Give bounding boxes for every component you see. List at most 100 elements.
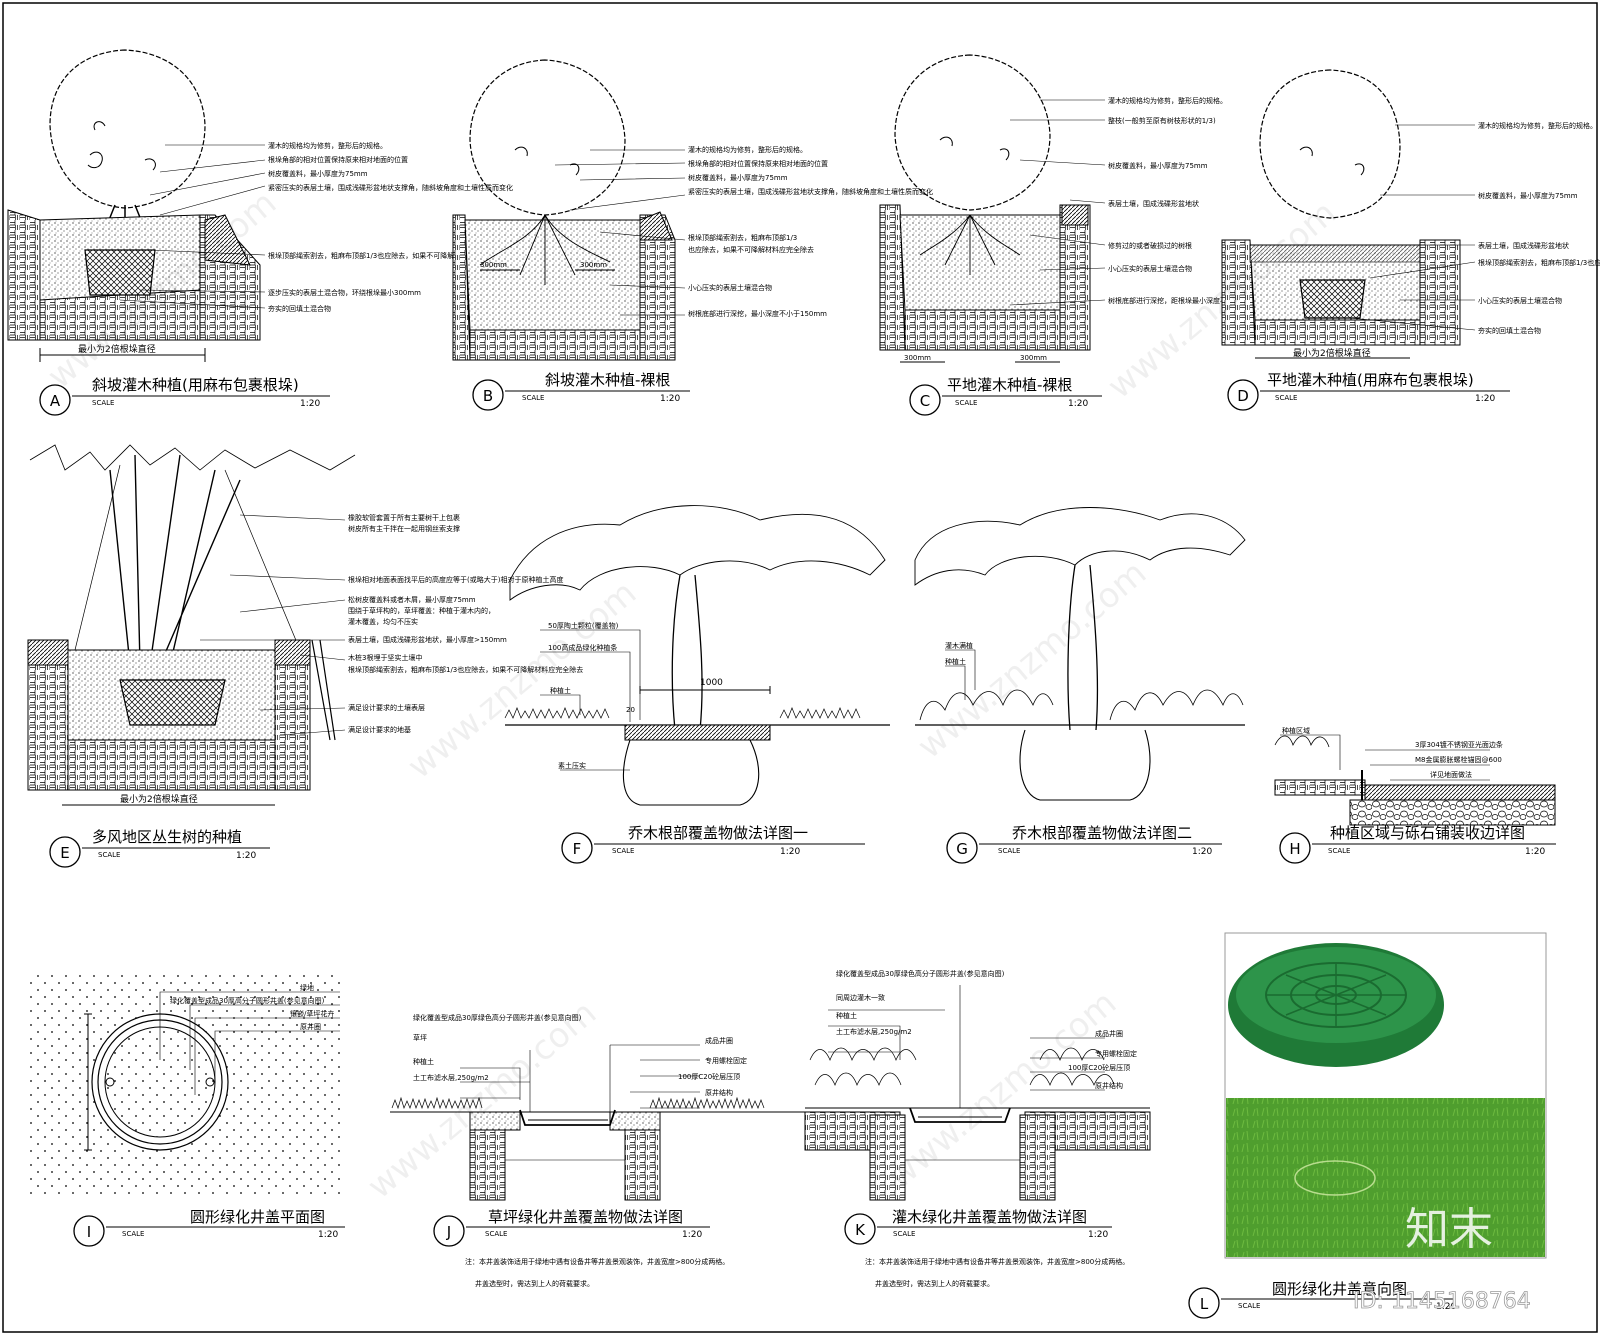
note-a-3: 树皮覆盖料，最小厚度为75mm: [268, 169, 368, 178]
detail-marker-h: [1279, 832, 1311, 864]
watermark-site-2: www.znzmo.com: [400, 573, 644, 787]
note-k-right-2: 专用螺栓固定: [1095, 1049, 1137, 1058]
note-f-4: 素土压实: [558, 761, 586, 770]
detail-marker-f: [561, 832, 593, 864]
detail-title-i: 圆形绿化井盖平面图: [190, 1208, 325, 1226]
scale-k: 1:20: [1088, 1230, 1108, 1240]
detail-title-c: 平地灌木种植-裸根: [947, 376, 1072, 394]
detail-letter-l: L: [1200, 1295, 1209, 1313]
note-a-5: 根垛顶部绳索割去，粗麻布顶部1/3也应除去，如果不可降解材料应完全除去: [268, 251, 503, 260]
note-e-5: 围绕于草坪构的，草坪覆盖：种植于灌木内的，: [348, 606, 495, 615]
note-d-5: 小心压实的表层土壤混合物: [1478, 296, 1562, 305]
scale-label-a: SCALE: [92, 399, 114, 407]
scale-e: 1:20: [236, 851, 256, 861]
detail-letter-e: E: [60, 844, 69, 862]
note-i-3: 镶嵌/草坪花卉: [290, 1009, 334, 1018]
note-i-1: 绿地: [300, 983, 314, 992]
detail-j: 绿化覆盖型成品30厚绿色高分子圆形井盖(参见意向图) 草坪 种植土 土工布滤水层…: [390, 1013, 880, 1288]
dim-c-left: 300mm: [904, 354, 931, 362]
note-g-1: 灌木满植: [945, 641, 973, 650]
note-j-left-1: 绿化覆盖型成品30厚绿色高分子圆形井盖(参见意向图): [413, 1013, 582, 1022]
detail-l: L 圆形绿化井盖意向图 SCALE 1:20: [1188, 932, 1547, 1319]
detail-letter-d: D: [1237, 387, 1249, 405]
note-h-1: 种植区域: [1282, 726, 1310, 735]
scale-label-c: SCALE: [955, 399, 977, 407]
note-h-2: 3厚304镀不锈钢亚光面边条: [1415, 740, 1503, 749]
detail-letter-f: F: [573, 840, 582, 858]
detail-title-b: 斜坡灌木种植-裸根: [545, 371, 670, 389]
scale-h: 1:20: [1525, 847, 1545, 857]
detail-h: 种植区域 3厚304镀不锈钢亚光面边条 M8金属膨胀螺栓锚固@600 详见地面做…: [1274, 726, 1556, 864]
detail-title-d: 平地灌木种植(用麻布包裹根垛): [1267, 371, 1474, 389]
detail-i: 绿地 绿化覆盖型成品30厚高分子圆形井盖(参见意向图) 镶嵌/草坪花卉 原井圈 …: [30, 970, 345, 1247]
shrub-crown: [894, 54, 1051, 211]
scale-label-k: SCALE: [893, 1230, 915, 1238]
dim-f-20: 20: [626, 706, 635, 714]
note-a-4: 紧密压实的表层土壤，围成浅碟形盆地状支撑角，随斜坡角度和土壤性质而变化: [268, 183, 513, 192]
note-e-7: 表层土壤，围成浅碟形盆地状，最小厚度>150mm: [348, 635, 507, 644]
note-f-2: 100高成品绿化种植条: [548, 643, 617, 652]
detail-b: 300mm 300mm 灌木的规格均为修剪，整形后的规格。 根垛角部的相对位置保…: [452, 59, 933, 411]
footnote-j-1: 注：本井盖装饰适用于绿地中遇有设备井等井盖景观装饰，井盖宽度>800分成两格。: [465, 1257, 729, 1266]
note-e-2: 树皮所有主干拌在一起用钢丝索支撑: [348, 524, 460, 533]
note-e-10: 满足设计要求的土壤表层: [348, 703, 425, 712]
scale-label-l: SCALE: [1238, 1302, 1260, 1310]
note-k-right-4: 原井结构: [1095, 1081, 1123, 1090]
note-e-1: 橡胶软管套置于所有主要树干上包裹: [348, 513, 460, 522]
note-j-right-3: 100厚C20砼层压顶: [678, 1072, 740, 1081]
note-g-2: 种植土: [945, 657, 966, 666]
note-k-left-2: 同周边灌木一致: [836, 993, 885, 1002]
detail-f: 1000 20 50厚陶土颗粒(覆盖物) 100高成品绿化种植条 种植土 素土压…: [504, 505, 890, 864]
lawn-photo: [1226, 1098, 1545, 1257]
detail-marker-a: [39, 384, 71, 416]
scale-label-i: SCALE: [122, 1230, 144, 1238]
note-k-left-1: 绿化覆盖型成品30厚绿色高分子圆形井盖(参见意向图): [836, 969, 1005, 978]
scale-label-h: SCALE: [1328, 847, 1350, 855]
footnote-j-2: 井盖选型时，需达到上人的荷载要求。: [475, 1279, 594, 1288]
note-d-6: 夯实的回填土混合物: [1478, 326, 1541, 335]
note-e-4: 松树皮覆盖料或者木屑，最小厚度75mm: [348, 595, 476, 604]
scale-c: 1:20: [1068, 399, 1088, 409]
detail-letter-i: I: [87, 1223, 91, 1241]
detail-marker-b: [472, 379, 504, 411]
scale-g: 1:20: [1192, 847, 1212, 857]
detail-title-j: 草坪绿化井盖覆盖物做法详图: [488, 1208, 683, 1226]
note-e-6: 灌木覆盖，均匀不压实: [348, 617, 418, 626]
detail-title-h: 种植区域与砾石铺装收边详图: [1330, 824, 1525, 842]
detail-marker-l: [1188, 1287, 1220, 1319]
scale-i: 1:20: [318, 1230, 338, 1240]
note-b-8: 树根底部进行深挖，最小深度不小于150mm: [688, 309, 827, 318]
dim-b-left: 300mm: [480, 261, 507, 269]
note-e-8: 木桩3根埋于坚实土壤中: [348, 653, 422, 662]
note-e-3: 根垛相对地面表面找平后的高度应等于(或略大于)相对于原种植土高度: [348, 575, 563, 584]
scale-l: 1:20: [1436, 1302, 1456, 1312]
dim-b-right: 300mm: [580, 261, 607, 269]
scale-d: 1:20: [1475, 394, 1495, 404]
note-b-4: 紧密压实的表层土壤，围成浅碟形盆地状支撑角，随斜坡角度和土壤性质而变化: [688, 187, 933, 196]
note-a-1: 灌木的规格均为修剪，整形后的规格。: [268, 141, 387, 150]
note-c-2: 整枝(一般剪至原有树枝形状的1/3): [1108, 116, 1216, 125]
dimension-e: 最小为2倍根垛直径: [120, 793, 198, 805]
detail-title-l: 圆形绿化井盖意向图: [1272, 1280, 1407, 1298]
note-b-6: 也应除去，如果不可降解材料应完全除去: [688, 245, 814, 254]
note-d-3: 表层土壤，围成浅碟形盆地状: [1478, 241, 1569, 250]
note-b-1: 灌木的规格均为修剪，整形后的规格。: [688, 145, 807, 154]
note-i-2: 绿化覆盖型成品30厚高分子圆形井盖(参见意向图): [170, 996, 325, 1005]
note-b-2: 根垛角部的相对位置保持原来相对地面的位置: [688, 159, 828, 168]
scale-f: 1:20: [780, 847, 800, 857]
detail-marker-g: [946, 832, 978, 864]
note-i-4: 原井圈: [300, 1022, 321, 1031]
note-c-1: 灌木的规格均为修剪，整形后的规格。: [1108, 96, 1227, 105]
note-j-left-2: 草坪: [413, 1033, 427, 1042]
detail-marker-d: [1227, 379, 1259, 411]
note-c-6: 小心压实的表层土壤混合物: [1108, 264, 1192, 273]
detail-letter-c: C: [920, 392, 930, 410]
note-a-6: 逐步压实的表层土混合物，环绕根垛最小300mm: [268, 288, 421, 297]
scale-label-f: SCALE: [612, 847, 634, 855]
detail-k: 绿化覆盖型成品30厚绿色高分子圆形井盖(参见意向图) 同周边灌木一致 种植土 土…: [804, 969, 1151, 1288]
note-e-9: 根垛顶部绳索割去，粗麻布顶部1/3也应除去，如果不可降解材料应完全除去: [348, 665, 583, 674]
detail-marker-i: [73, 1215, 105, 1247]
scale-j: 1:20: [682, 1230, 702, 1240]
